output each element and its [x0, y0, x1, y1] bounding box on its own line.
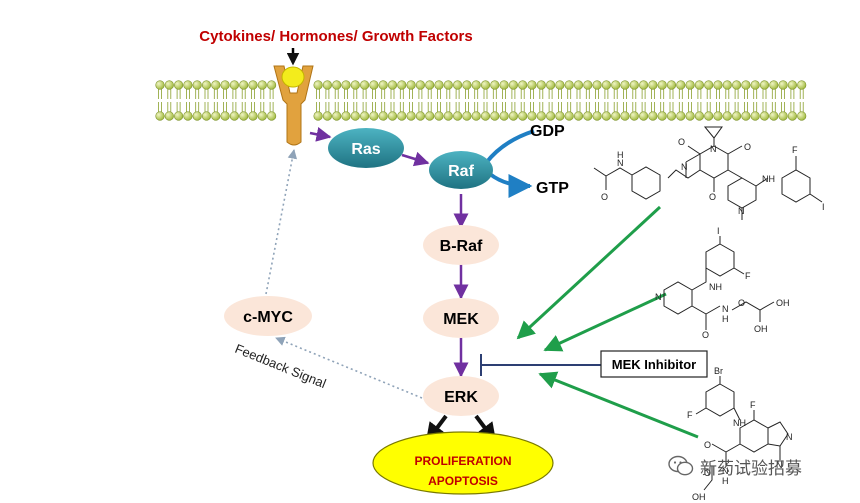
m1-atom-o2: O — [709, 192, 716, 202]
apoptosis-label: APOPTOSIS — [428, 474, 498, 488]
raf-label: Raf — [448, 163, 474, 180]
m3-atom-o2: O — [704, 468, 711, 478]
molecule-3-structure — [695, 376, 789, 491]
m2-atom-n-ring: N — [655, 292, 662, 302]
arrow-erk-cmyc — [275, 336, 423, 399]
m1-atom-i: I — [822, 202, 825, 212]
raf-node — [429, 151, 493, 189]
receptor-icon — [273, 65, 314, 146]
m1-atom-nh: NH — [762, 174, 775, 184]
m1-atom-h-amide: H — [617, 150, 624, 160]
ras-node — [328, 128, 404, 168]
m3-atom-n1: N — [786, 432, 793, 442]
watermark-text: 新药试验招募 — [700, 458, 802, 479]
arrow-cmyc-receptor — [265, 149, 298, 295]
arrow-drug1-inhibit — [516, 205, 662, 340]
m1-atom-o1: O — [744, 142, 751, 152]
molecule-2-structure — [663, 236, 775, 330]
m2-atom-f: F — [745, 271, 751, 281]
arrow-raf-gtp — [488, 172, 533, 198]
gtp-label: GTP — [536, 180, 569, 197]
arrow-receptor-ras — [309, 126, 332, 142]
m3-atom-oh: OH — [692, 492, 706, 502]
arrow-raf-gdp — [484, 129, 535, 165]
outcome-ellipse — [372, 431, 554, 495]
mek-inhibitor-box — [600, 350, 708, 378]
feedback-label: Feedback Signal — [233, 341, 329, 391]
m2-atom-oh2: OH — [776, 298, 790, 308]
braf-label: B-Raf — [440, 238, 483, 255]
proliferation-label: PROLIFERATION — [414, 454, 511, 468]
m1-atom-o4: O — [601, 192, 608, 202]
m3-atom-o1: O — [704, 440, 711, 450]
erk-label: ERK — [444, 389, 478, 406]
cmyc-node — [224, 296, 312, 336]
m1-atom-n2: N — [681, 162, 688, 172]
m2-atom-oh1: OH — [754, 324, 768, 334]
membrane-icon — [155, 80, 807, 121]
m2-atom-i: I — [717, 226, 720, 236]
title: Cytokines/ Hormones/ Growth Factors — [199, 28, 472, 45]
mek-node — [423, 298, 499, 338]
erk-node — [423, 376, 499, 416]
m2-atom-o: O — [702, 330, 709, 340]
m1-atom-nh-amide: N — [617, 158, 624, 168]
arrow-drug2-inhibit — [543, 292, 667, 352]
mek-inhibitor-label: MEK Inhibitor — [612, 357, 697, 372]
m3-atom-nh: NH — [733, 418, 746, 428]
gdp-label: GDP — [530, 123, 565, 140]
mek-label: MEK — [443, 311, 479, 328]
m1-atom-n1: N — [710, 144, 717, 154]
wechat-icon — [668, 455, 694, 476]
m3-atom-h-amide: H — [722, 476, 729, 486]
arrow-drug3-inhibit — [538, 371, 699, 439]
m3-atom-f1: F — [687, 410, 693, 420]
m1-atom-f: F — [792, 145, 798, 155]
m3-atom-f2: F — [750, 400, 756, 410]
m1-atom-n3: N — [738, 206, 745, 216]
m1-atom-o3: O — [678, 137, 685, 147]
m3-atom-br: Br — [714, 366, 723, 376]
cmyc-label: c-MYC — [243, 309, 293, 326]
arrow-ras-raf — [401, 151, 430, 167]
ras-label: Ras — [351, 141, 380, 158]
m3-atom-n2: N — [776, 460, 783, 470]
m2-atom-nh: NH — [709, 282, 722, 292]
m2-atom-o-ether: O — [738, 298, 745, 308]
m3-atom-n-amide: N — [722, 466, 729, 476]
m2-atom-h-amide: H — [722, 314, 729, 324]
braf-node — [423, 225, 499, 265]
m2-atom-n-amide: N — [722, 304, 729, 314]
molecule-1-structure — [593, 126, 823, 220]
watermark: 新药试验招募 — [668, 452, 802, 480]
